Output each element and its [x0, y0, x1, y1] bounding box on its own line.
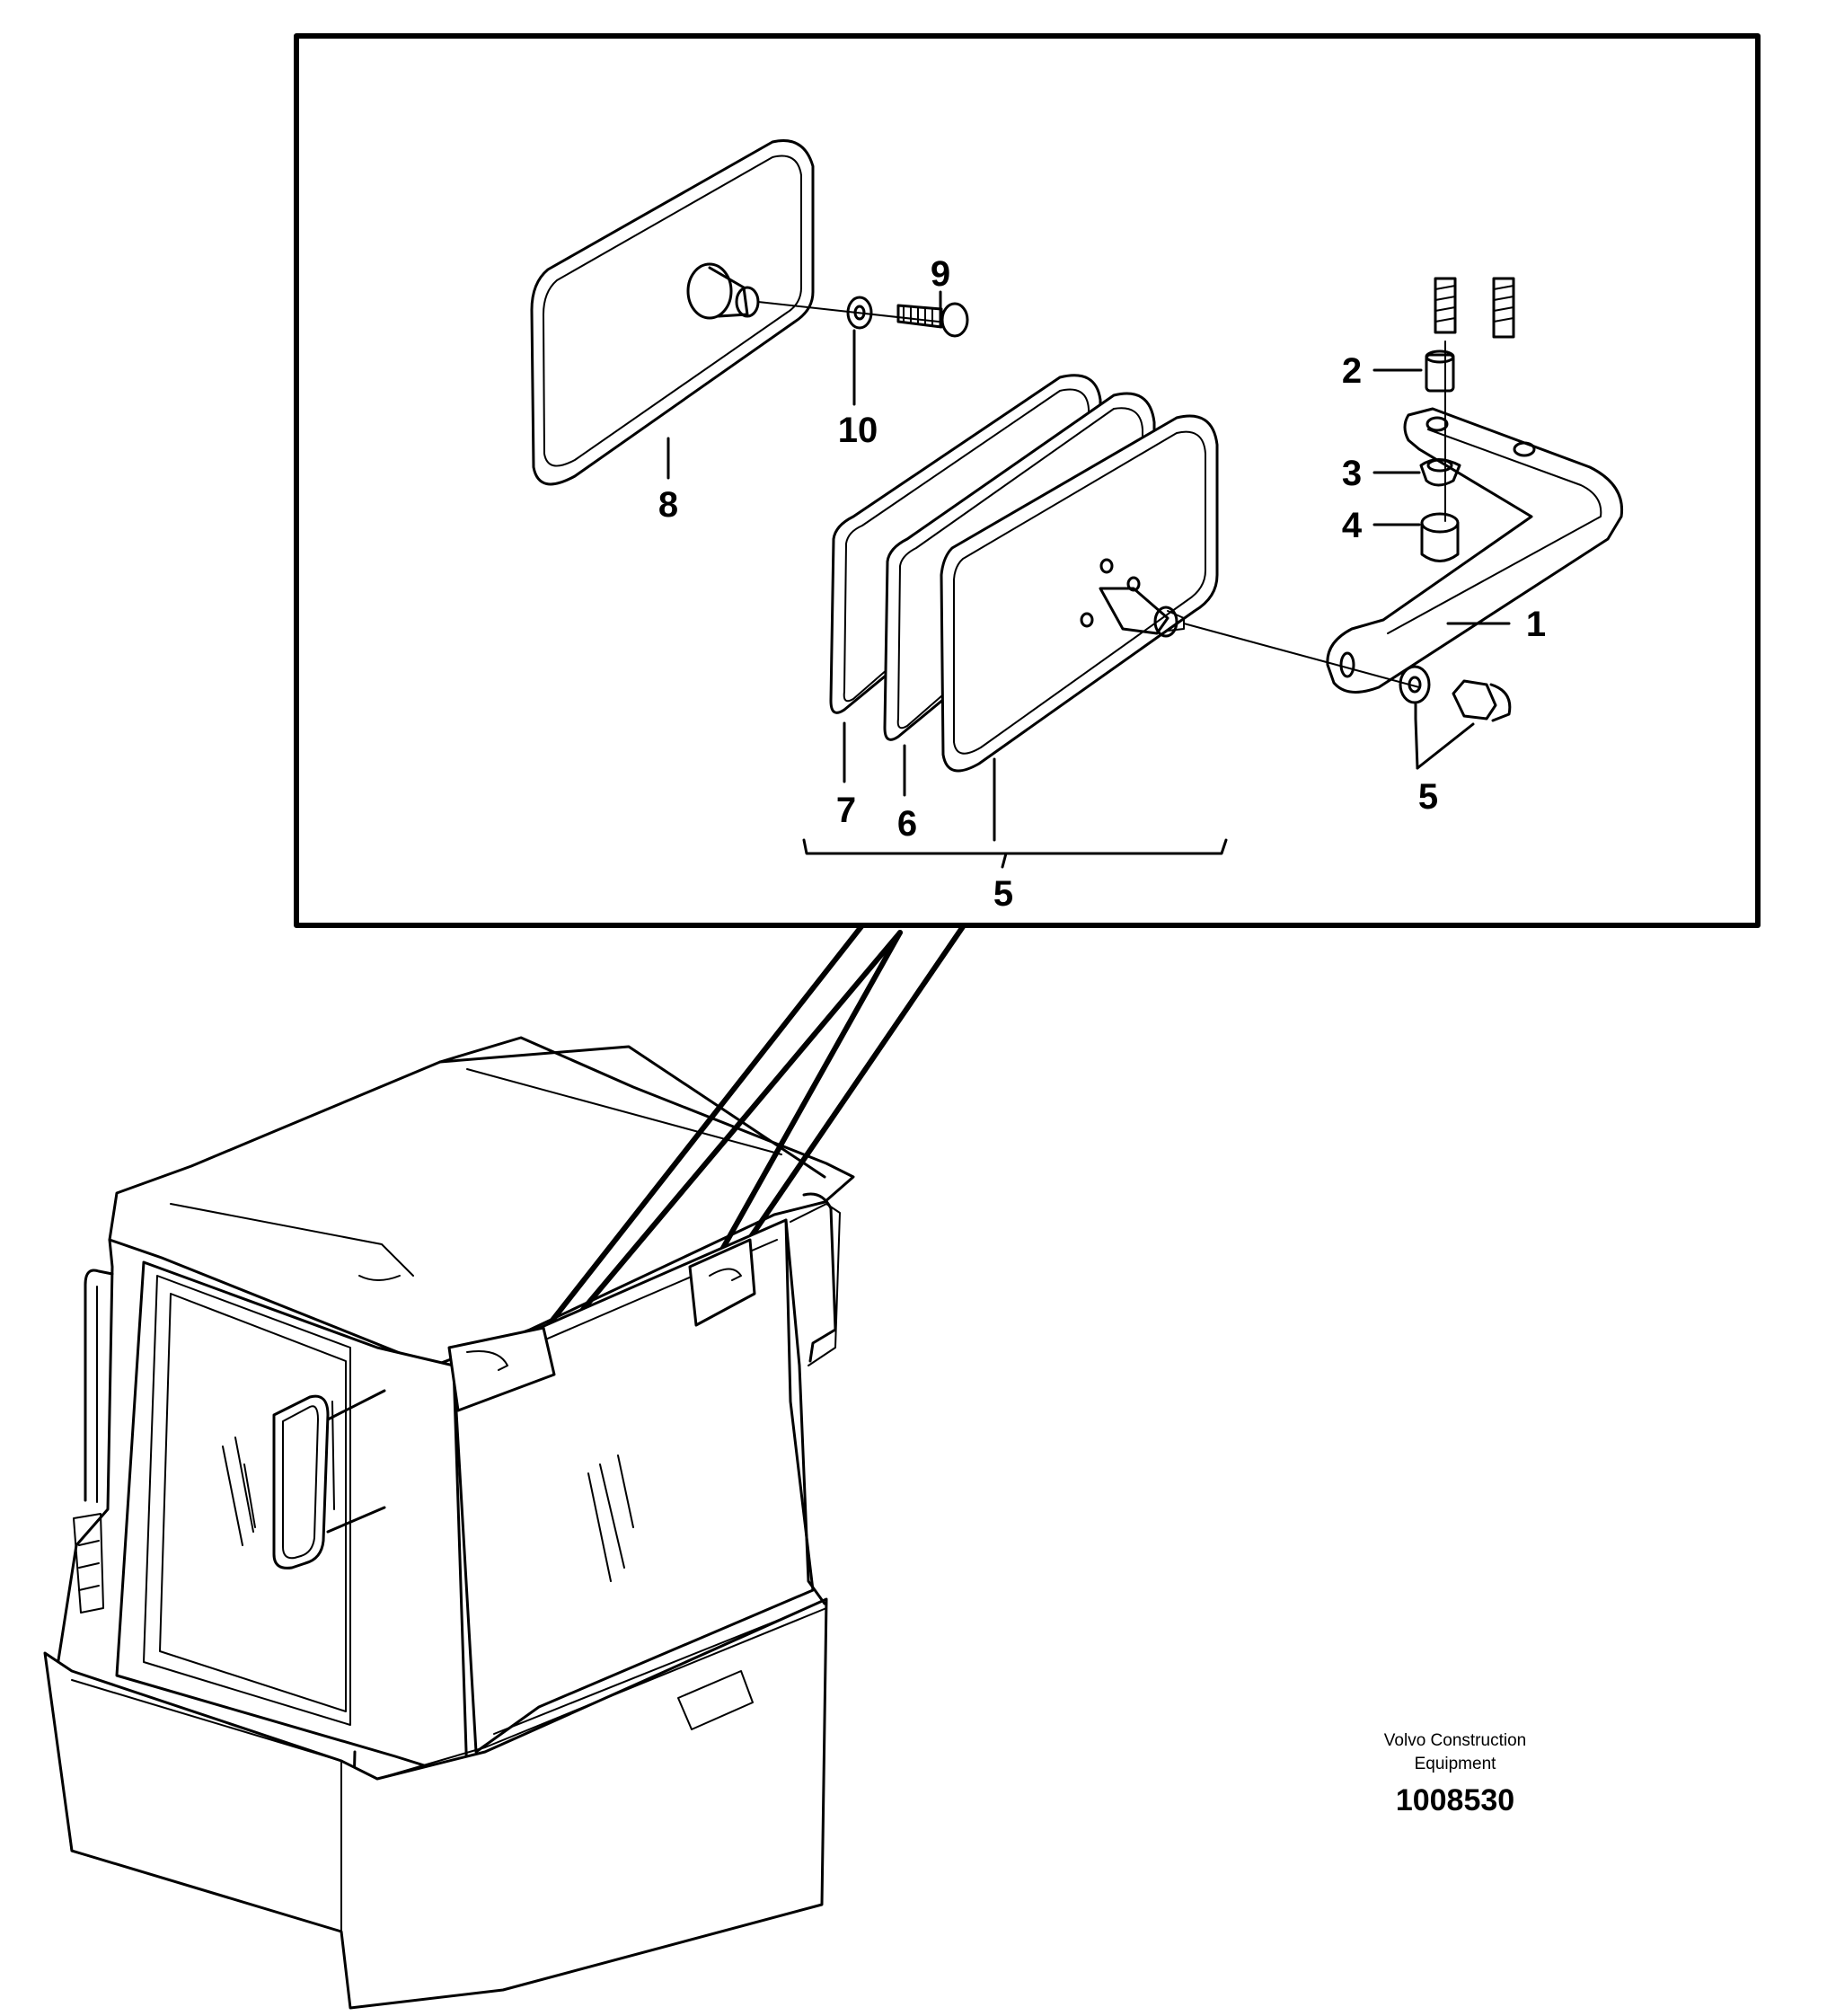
screw-part-9	[896, 302, 969, 338]
callout-4: 4	[1342, 506, 1363, 545]
callout-1: 1	[1526, 605, 1546, 644]
callout-leaders	[666, 290, 1511, 869]
detail-frame	[294, 33, 1761, 928]
cab-illustration	[43, 1036, 855, 2010]
washer-part-10	[846, 296, 873, 330]
bracket-part-1	[1326, 407, 1624, 694]
bushing-part-4	[1420, 512, 1460, 562]
callout-3: 3	[1342, 454, 1362, 493]
mirror-assembly-part-5	[829, 374, 1219, 773]
spacer-part-2	[1425, 349, 1455, 393]
callout-9: 9	[931, 254, 950, 294]
washer-part-3	[1419, 458, 1461, 487]
drawing-reference-number: 1008530	[1395, 1783, 1515, 1817]
callout-5-hardware: 5	[1418, 777, 1438, 817]
callout-5-assembly: 5	[993, 874, 1013, 914]
threaded-studs	[1434, 277, 1515, 339]
callout-7: 7	[836, 791, 856, 830]
callout-6: 6	[897, 804, 917, 844]
callout-2: 2	[1342, 351, 1362, 391]
detail-leader-lines	[532, 923, 966, 1348]
callout-10: 10	[838, 411, 878, 450]
nut-and-washer-part-5	[1399, 665, 1512, 722]
caption-line-2: Equipment	[1414, 1755, 1496, 1773]
callout-8: 8	[658, 485, 678, 525]
caption-line-1: Volvo Construction	[1383, 1731, 1527, 1750]
manufacturer-caption: Volvo Construction Equipment 1008530	[1329, 1729, 1581, 1818]
callout-labels: 1 2 3 4 5 5 6 7 8 9 10	[658, 254, 1546, 914]
